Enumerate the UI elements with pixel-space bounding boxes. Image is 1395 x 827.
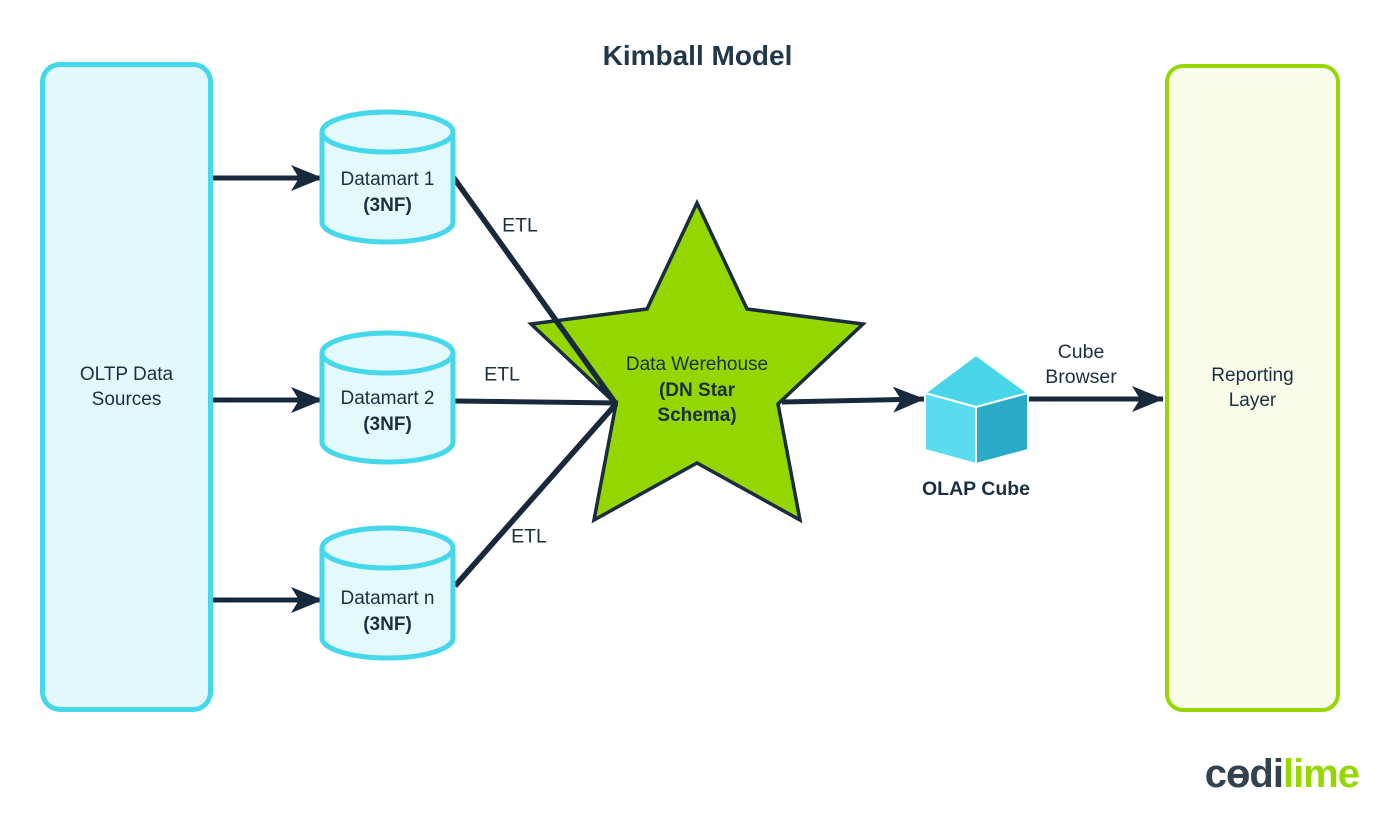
datamart2-cylinder bbox=[319, 330, 456, 465]
datamart1-cylinder-body bbox=[319, 129, 456, 245]
datamart2-name: Datamart 2 bbox=[340, 388, 435, 409]
cube-browser-label: Cube Browser bbox=[1045, 341, 1117, 388]
datamart3-label: Datamart n (3NF) bbox=[322, 586, 453, 638]
datamart1-sub: (3NF) bbox=[363, 195, 412, 216]
etl-label-3: ETL bbox=[511, 525, 547, 548]
reporting-layer-label: Reporting Layer bbox=[1211, 365, 1294, 411]
datamart3-sub: (3NF) bbox=[363, 614, 412, 635]
etl-line-datamart1-to-warehouse bbox=[448, 172, 619, 406]
olap-cube-icon bbox=[924, 354, 1029, 465]
etl-line-datamart2-to-warehouse bbox=[454, 398, 619, 406]
olap-cube-right-face bbox=[975, 392, 1029, 465]
logo-text-di: di bbox=[1249, 752, 1284, 796]
etl-label-2: ETL bbox=[484, 363, 520, 386]
etl-line-datamart3-to-warehouse bbox=[452, 402, 619, 588]
datamart1-label: Datamart 1 (3NF) bbox=[322, 167, 453, 219]
datamart2-cylinder-body bbox=[319, 350, 456, 465]
logo-text-lime: lime bbox=[1282, 752, 1360, 796]
arrow-warehouse-to-olap-cube bbox=[781, 386, 925, 413]
logo-text-c: c bbox=[1204, 752, 1227, 796]
diagram-title: Kimball Model bbox=[602, 40, 793, 71]
datamart1-name: Datamart 1 bbox=[340, 169, 435, 190]
datamart2-cylinder-top bbox=[319, 330, 456, 376]
datamart3-cylinder-top bbox=[319, 525, 456, 571]
datamart1-cylinder bbox=[319, 109, 456, 245]
datamart2-sub: (3NF) bbox=[363, 414, 412, 435]
data-warehouse-label: Data Werehouse (DN Star Schema) bbox=[587, 352, 807, 429]
reporting-layer-node: Reporting Layer bbox=[1165, 64, 1340, 712]
etl-label-1: ETL bbox=[502, 214, 538, 237]
codilime-logo: codilime bbox=[1204, 752, 1360, 797]
data-warehouse-sub: (DN Star Schema) bbox=[657, 379, 737, 427]
olap-cube-label: OLAP Cube bbox=[922, 478, 1030, 500]
data-warehouse-star-shape bbox=[527, 198, 867, 524]
oltp-data-sources-node: OLTP Data Sources bbox=[40, 62, 213, 712]
datamart2-label: Datamart 2 (3NF) bbox=[322, 386, 453, 438]
data-warehouse-name: Data Werehouse bbox=[625, 354, 769, 375]
datamart1-cylinder-top bbox=[319, 109, 456, 155]
datamart3-cylinder-body bbox=[319, 545, 456, 661]
oltp-data-sources-label: OLTP Data Sources bbox=[79, 364, 174, 410]
datamart3-cylinder bbox=[319, 525, 456, 661]
datamart3-name: Datamart n bbox=[340, 588, 435, 609]
logo-barred-o-icon: o bbox=[1225, 752, 1250, 796]
